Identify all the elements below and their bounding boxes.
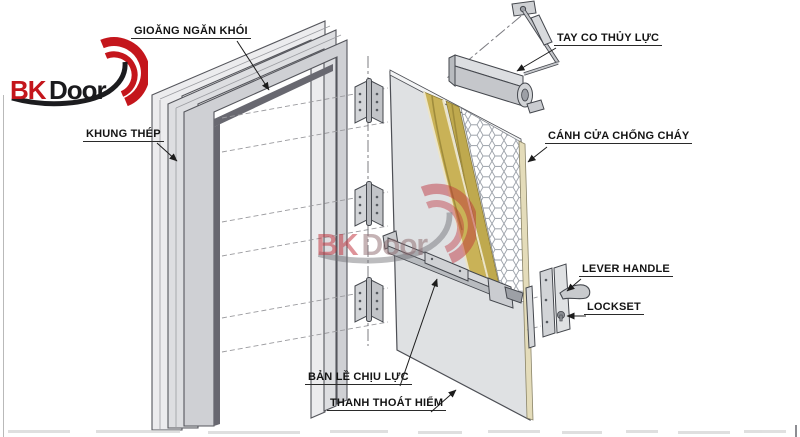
smoke-gasket-strip xyxy=(214,64,333,426)
page-edge-mark xyxy=(795,425,797,437)
door-core-cutaway xyxy=(423,91,534,421)
callout-smoke-gasket: GIOĂNG NGĂN KHÓI xyxy=(131,25,251,39)
logo-red-swoosh xyxy=(100,37,148,107)
panic-bar-drawing xyxy=(382,230,524,309)
lockset-drawing xyxy=(525,263,591,349)
logo-bk-text: BK xyxy=(10,75,47,105)
callout-lockset: LOCKSET xyxy=(584,301,644,315)
callout-lever-handle: LEVER HANDLE xyxy=(579,263,673,277)
logo-black-swoosh xyxy=(11,61,128,107)
door-closer-drawing xyxy=(446,0,560,114)
steel-frame-drawing xyxy=(151,20,348,431)
watermark-bk-text: BK xyxy=(316,229,359,262)
callout-fire-door-leaf: CÁNH CỬA CHỐNG CHÁY xyxy=(545,130,693,144)
bk-door-logo: BK Door xyxy=(10,37,148,107)
bottom-artifact-band xyxy=(8,430,786,434)
callout-door-closer: TAY CO THỦY LỰC xyxy=(554,32,663,46)
door-edge-band xyxy=(518,140,534,421)
watermark-door-text: Door xyxy=(361,229,428,262)
callout-steel-frame: KHUNG THÉP xyxy=(83,128,164,142)
callout-load-hinge: BẢN LỀ CHỊU LỰC xyxy=(305,371,412,385)
page-border-line xyxy=(3,95,4,437)
callout-panic-bar: THANH THOÁT HIỂM xyxy=(327,397,447,411)
watermark-logo: BK Door xyxy=(316,183,476,264)
logo-door-text: Door xyxy=(49,75,107,105)
honeycomb-core xyxy=(461,108,527,302)
